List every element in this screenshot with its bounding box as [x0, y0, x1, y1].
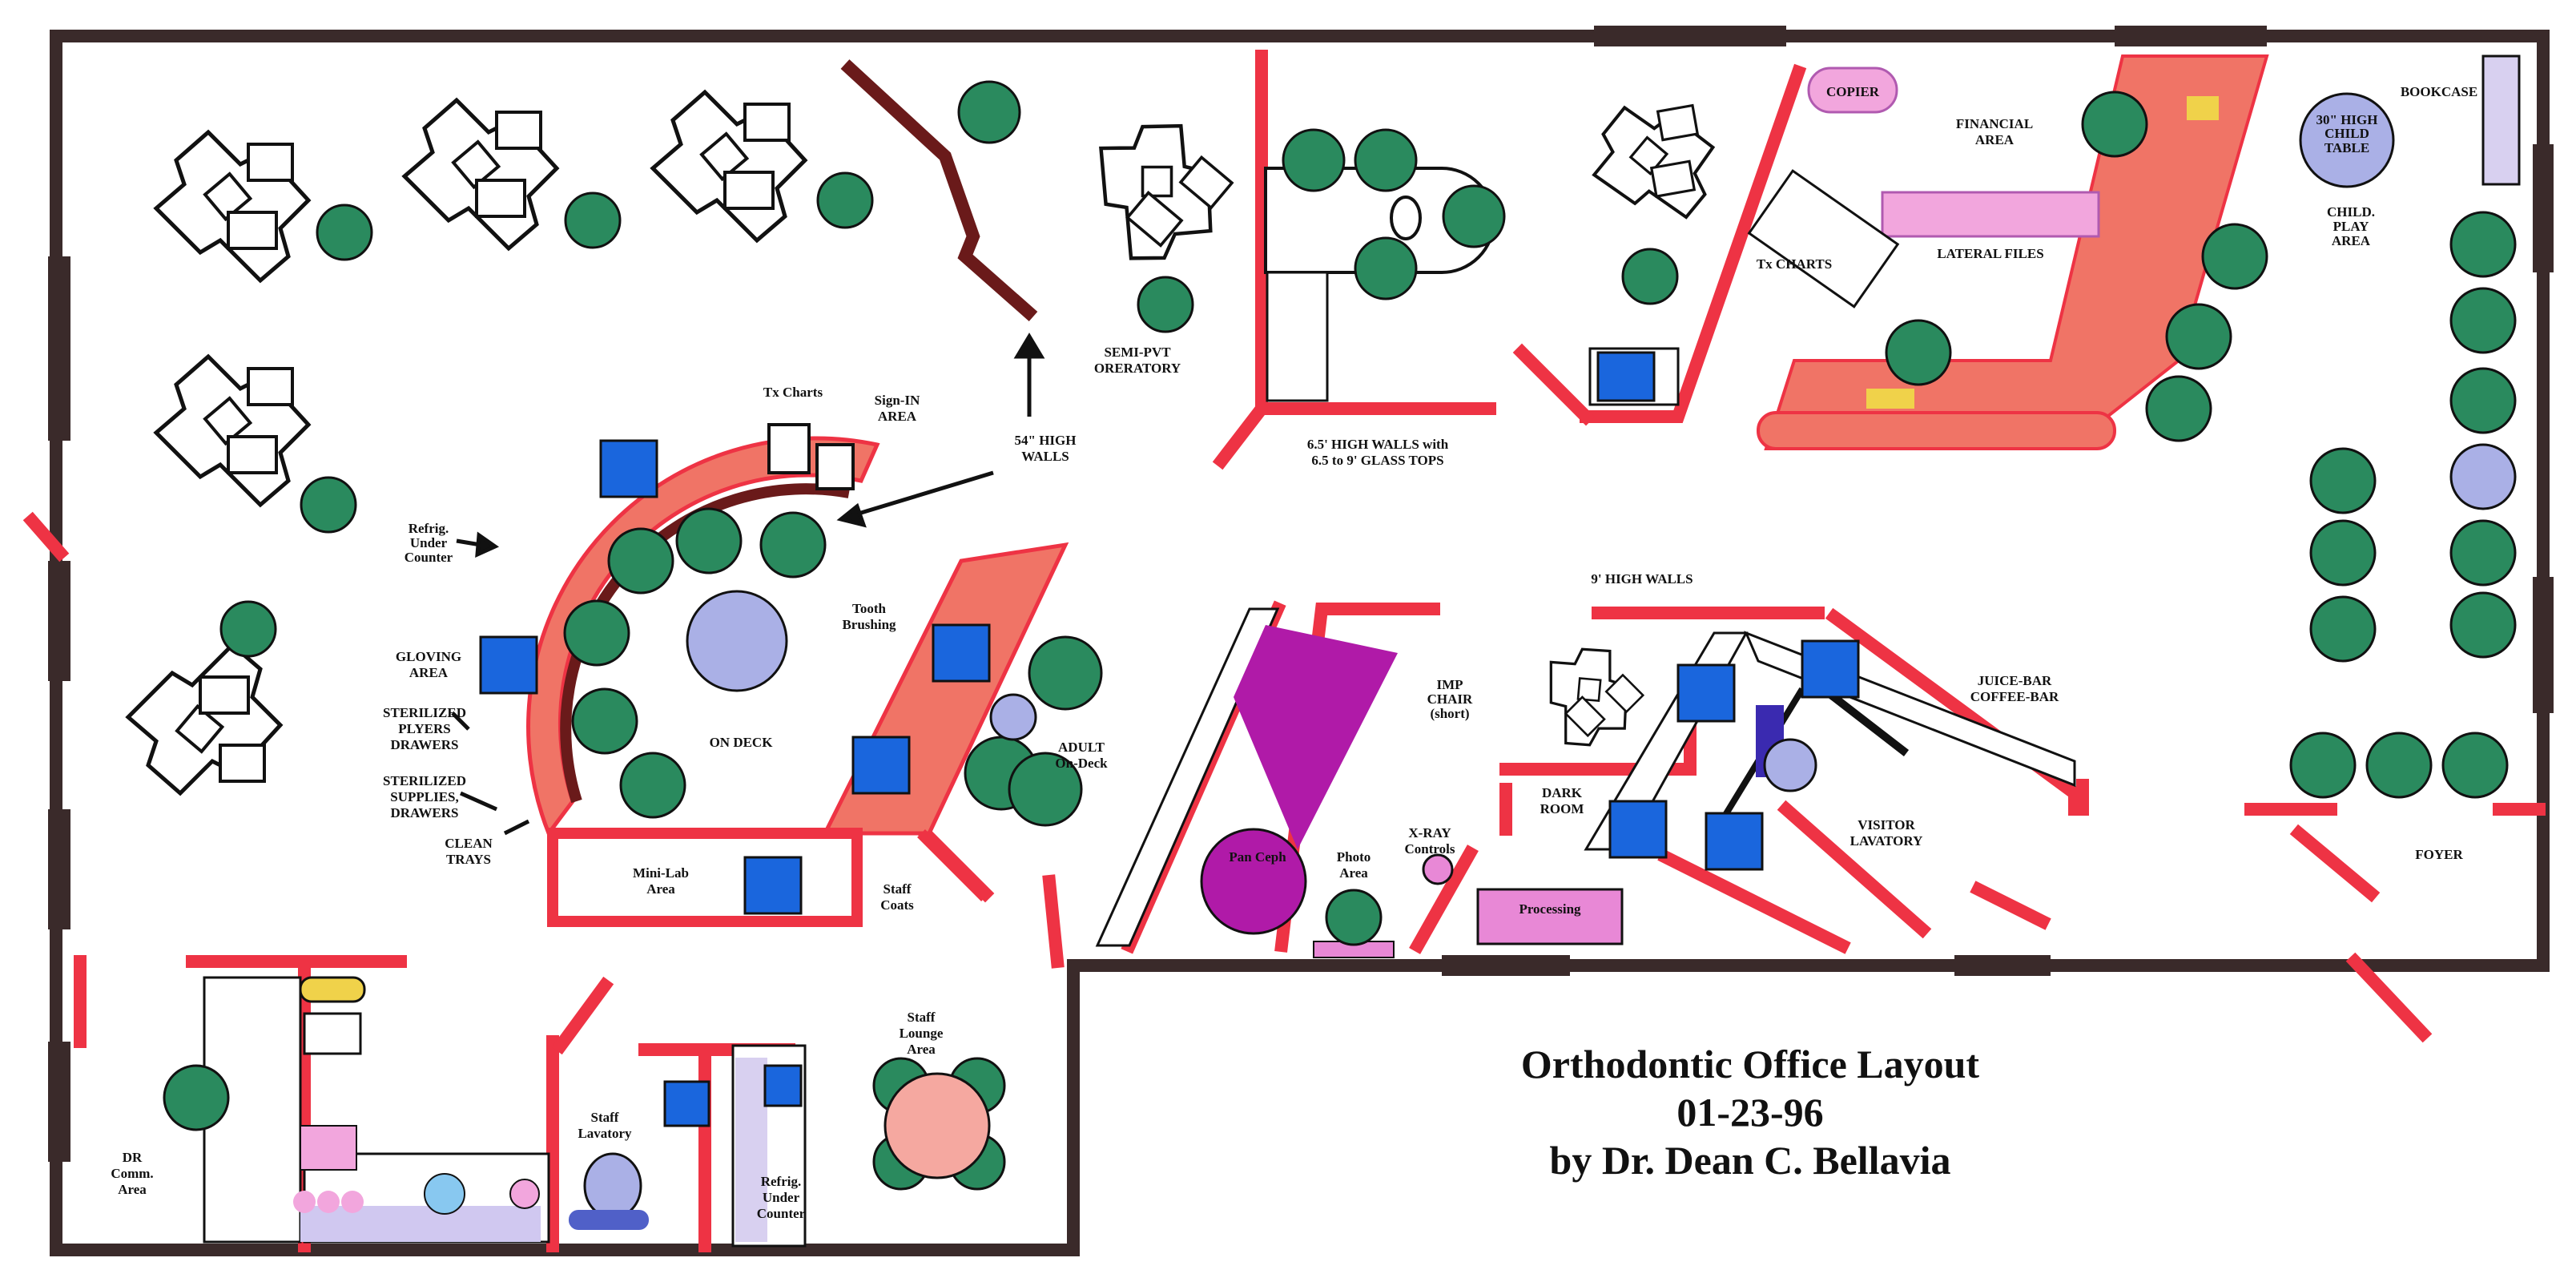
label-child-play-3: AREA [2332, 233, 2371, 248]
label-visitor: VISITOR [1858, 817, 1915, 832]
label-supplies-1: STERILIZED [383, 773, 466, 788]
label-photo: Photo [1337, 849, 1371, 865]
label-lateral-files: LATERAL FILES [1937, 246, 2043, 261]
half-height-wall [840, 59, 1038, 321]
label-tx-charts-right: Tx CHARTS [1757, 256, 1832, 272]
label-staff-coats-2: Coats [880, 897, 914, 913]
sinks [479, 351, 1860, 1127]
lounge-table [883, 1072, 991, 1179]
label-child-play-2: PLAY [2333, 219, 2369, 234]
round-tables [686, 92, 2517, 741]
room-labels: Tx Charts Sign-IN AREA 54" HIGH WALLS SE… [111, 84, 2477, 1221]
label-clean: CLEAN [445, 836, 493, 851]
label-juice-bar: JUICE-BAR [1978, 673, 2052, 688]
label-lavatory: LAVATORY [1850, 833, 1923, 849]
label-adult-on-deck: On-Deck [1055, 756, 1108, 771]
label-xray-controls: Controls [1405, 841, 1455, 857]
label-54-high: 54" HIGH [1015, 433, 1077, 448]
label-room: ROOM [1540, 801, 1584, 816]
label-staff-coats-1: Staff [883, 881, 912, 897]
stools [163, 80, 2517, 1191]
label-staff-lav-2: Lavatory [578, 1126, 632, 1141]
label-refrig-lower-1: Refrig. [761, 1174, 802, 1189]
label-supplies-2: SUPPLIES, [390, 789, 459, 804]
label-dr-comm-2: Comm. [111, 1166, 153, 1181]
label-financial-area: AREA [1975, 132, 2015, 147]
label-pan-ceph: Pan Ceph [1229, 849, 1286, 865]
arrows [451, 333, 1045, 836]
label-tx-charts: Tx Charts [763, 385, 823, 400]
imaging-area [1095, 607, 2076, 958]
label-pliers-3: DRAWERS [390, 737, 458, 752]
label-mini-lab-area: Area [646, 881, 675, 897]
label-refrig-lower-2: Under [763, 1190, 800, 1205]
title-block: Orthodontic Office Layout 01-23-96 by Dr… [1521, 1042, 1980, 1183]
label-staff-lav-1: Staff [591, 1110, 619, 1125]
title-line-3: by Dr. Dean C. Bellavia [1550, 1138, 1951, 1183]
label-refrig-1: Refrig. [409, 521, 449, 536]
label-foyer: FOYER [2415, 847, 2463, 862]
label-imp-chair: CHAIR [1427, 691, 1473, 707]
label-photo-area: Area [1339, 865, 1368, 881]
label-staff-lounge-3: Area [907, 1042, 936, 1057]
label-pliers-2: PLYERS [398, 721, 451, 736]
label-sign-in: Sign-IN [875, 393, 920, 408]
title-line-2: 01-23-96 [1676, 1090, 1823, 1135]
label-supplies-3: DRAWERS [390, 805, 458, 820]
label-mini-lab: Mini-Lab [633, 865, 689, 881]
label-bookcase: BOOKCASE [2401, 84, 2477, 99]
label-semi-pvt: SEMI-PVT [1104, 345, 1171, 360]
label-trays: TRAYS [446, 852, 491, 867]
label-on-deck: ON DECK [710, 735, 774, 750]
label-54-walls: WALLS [1021, 449, 1069, 464]
label-financial: FINANCIAL [1956, 116, 2033, 131]
title-line-1: Orthodontic Office Layout [1521, 1042, 1980, 1086]
label-9-high-walls: 9' HIGH WALLS [1591, 571, 1693, 587]
label-imp: IMP [1436, 677, 1463, 692]
label-oreratory: ORERATORY [1094, 361, 1181, 376]
label-dark: DARK [1542, 785, 1583, 800]
label-pliers-1: STERILIZED [383, 705, 466, 720]
label-refrig-lower-3: Counter [757, 1206, 806, 1221]
label-gloving: GLOVING [396, 649, 461, 664]
label-refrig-2: Under [410, 535, 448, 550]
label-refrig-3: Counter [405, 550, 453, 565]
label-dr-comm-3: Area [118, 1182, 147, 1197]
label-tooth: Tooth [852, 601, 886, 616]
label-child-table-2: CHILD [2324, 126, 2369, 141]
label-child-play-1: CHILD. [2327, 204, 2375, 220]
label-copier: COPIER [1826, 84, 1880, 99]
outer-walls [48, 26, 2554, 1256]
label-dr-comm-1: DR [123, 1150, 143, 1165]
label-adult: ADULT [1058, 740, 1105, 755]
label-staff-lounge-2: Lounge [900, 1026, 944, 1041]
label-glass-tops: 6.5 to 9' GLASS TOPS [1311, 453, 1443, 468]
label-gloving-area: AREA [409, 665, 449, 680]
label-xray: X-RAY [1408, 825, 1451, 841]
label-brushing: Brushing [842, 617, 896, 632]
label-sign-in-area: AREA [878, 409, 917, 424]
label-processing: Processing [1519, 901, 1581, 917]
label-child-table-3: TABLE [2324, 140, 2369, 155]
label-imp-short: (short) [1430, 706, 1469, 721]
label-staff-lounge-1: Staff [908, 1010, 936, 1025]
financial-counter [1747, 54, 2269, 450]
label-6-5-walls: 6.5' HIGH WALLS with [1307, 437, 1449, 452]
label-child-table-1: 30" HIGH [2316, 112, 2378, 127]
label-coffee-bar: COFFEE-BAR [1970, 689, 2059, 704]
